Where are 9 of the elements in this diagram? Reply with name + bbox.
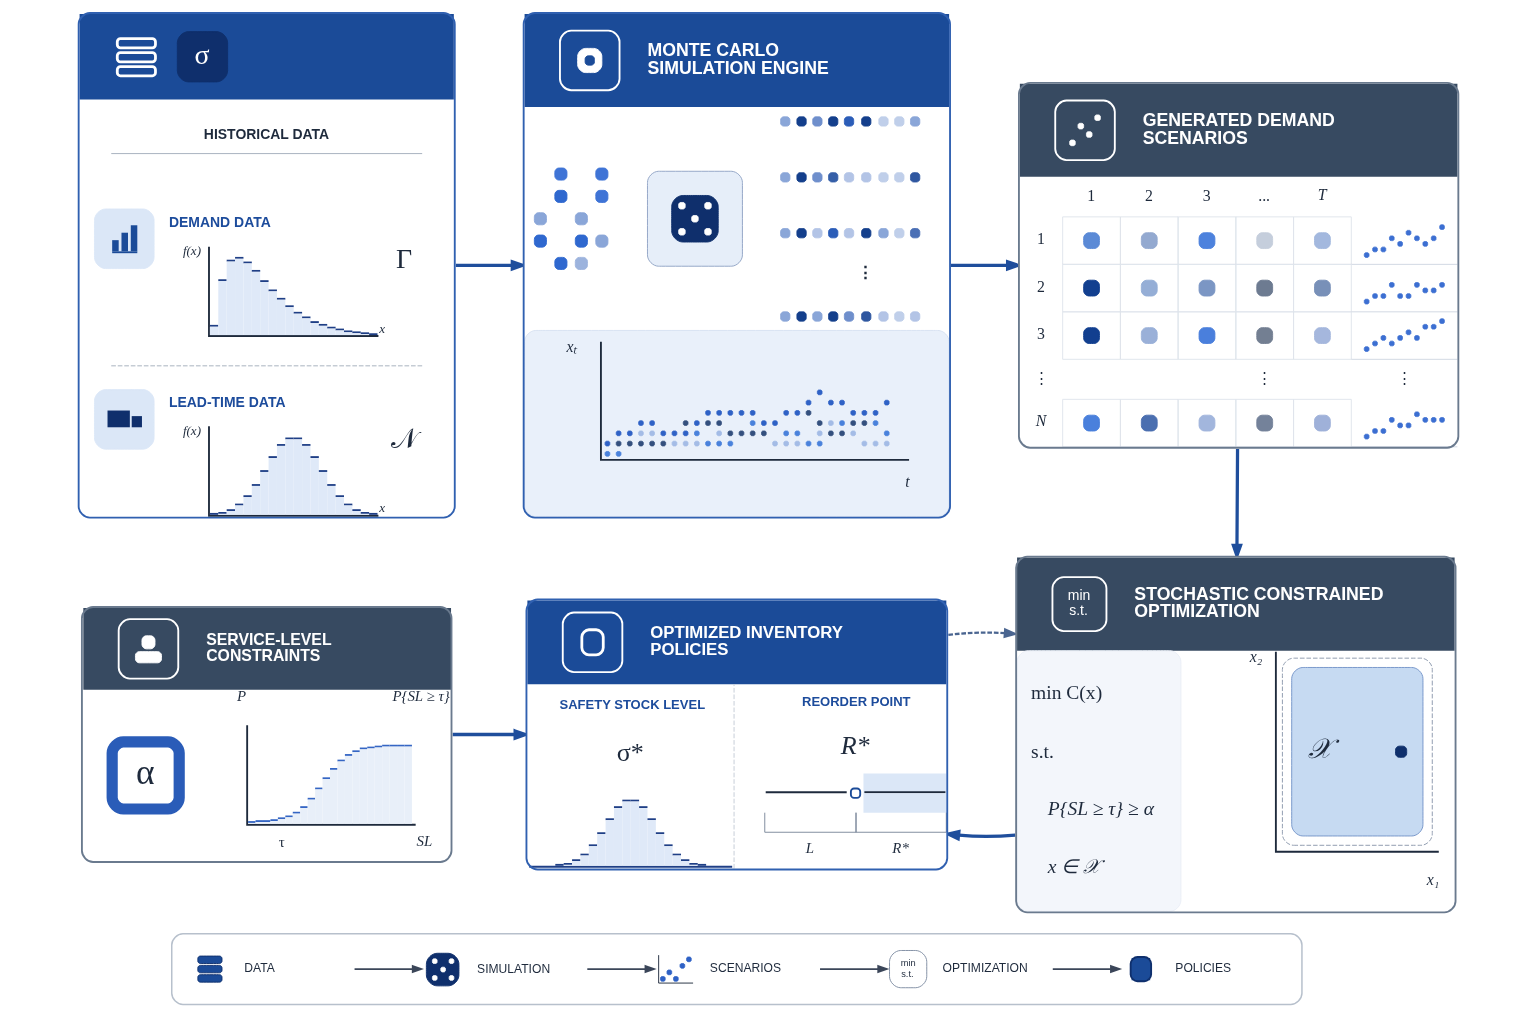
node-text: MONTE CARLO SIMULATION ENGINE ⋮ xₜ t — [565, 40, 910, 490]
node-label: OPTIMIZATION — [942, 961, 1028, 976]
node-text: min s.t. STOCHASTIC CONSTRAINED OPTIMIZATION min C(x) s.t. P{SL ≥ τ} ≥ α x ∈ 𝒳 x₂ 𝒳 x₁ — [1030, 583, 1439, 888]
node-text: OPTIMIZED INVENTORY POLICIES SAFETY STOCK LEVEL σ* REORDER POINT R* L R* — [559, 623, 910, 857]
node-label: POLICIES — [1174, 961, 1231, 976]
node-text: GENERATED DEMAND SCENARIOS 1 2 3 ... T 1 2 3 ⋮ ⋮ ⋮ N — [1033, 109, 1412, 429]
node-label: DATA — [243, 961, 275, 976]
node-text: SCENARIOS — [709, 961, 781, 976]
node-label: SIMULATION — [476, 961, 550, 976]
